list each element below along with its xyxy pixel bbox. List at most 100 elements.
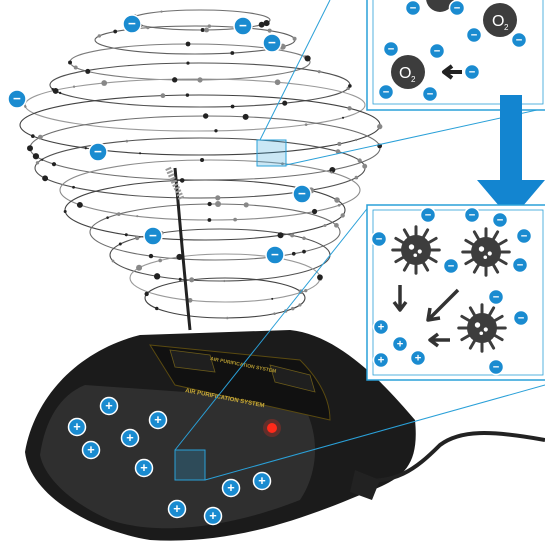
air-particle bbox=[267, 28, 272, 33]
air-particle bbox=[340, 213, 345, 218]
air-particle bbox=[277, 232, 284, 239]
oxygen-molecule: O 2 bbox=[483, 3, 517, 37]
air-particle bbox=[101, 80, 108, 86]
svg-text:−: − bbox=[454, 2, 461, 14]
svg-text:−: − bbox=[448, 260, 455, 272]
svg-text:−: − bbox=[469, 66, 476, 78]
svg-text:2: 2 bbox=[504, 23, 509, 32]
arrow-down-icon bbox=[392, 285, 408, 312]
bacteria-icon bbox=[457, 303, 507, 353]
air-particle bbox=[335, 149, 341, 154]
negative-ion-icon: − bbox=[448, 0, 466, 17]
positive-ion-icon: + bbox=[134, 458, 154, 478]
air-particle bbox=[187, 297, 193, 303]
positive-ion-icon: + bbox=[67, 417, 87, 437]
svg-text:O: O bbox=[492, 13, 504, 30]
air-particle bbox=[185, 41, 191, 47]
svg-text:+: + bbox=[173, 501, 180, 516]
air-particle bbox=[51, 87, 55, 91]
svg-text:−: − bbox=[94, 144, 102, 159]
negative-ion-icon: − bbox=[292, 184, 312, 204]
air-particle bbox=[85, 68, 91, 74]
air-particle bbox=[290, 306, 295, 311]
air-particle bbox=[341, 116, 345, 119]
svg-text:−: − bbox=[13, 91, 21, 106]
air-particle bbox=[304, 55, 311, 62]
svg-text:−: − bbox=[425, 209, 432, 221]
svg-text:−: − bbox=[517, 259, 524, 271]
air-particle bbox=[72, 185, 75, 189]
air-particle bbox=[207, 218, 212, 222]
air-particle bbox=[233, 217, 237, 222]
svg-text:−: − bbox=[388, 43, 395, 55]
negative-ion-icon: − bbox=[463, 206, 481, 224]
bacteria-icon bbox=[391, 225, 441, 275]
oxygen-molecule-partial bbox=[426, 0, 454, 12]
ion-spiral-cloud bbox=[19, 9, 381, 319]
air-particle bbox=[200, 28, 205, 32]
air-particle bbox=[281, 162, 284, 166]
air-particle bbox=[263, 20, 270, 27]
negative-ion-icon: − bbox=[463, 63, 481, 81]
air-particle bbox=[362, 163, 368, 169]
air-particle bbox=[230, 104, 235, 109]
air-particle bbox=[243, 202, 249, 208]
air-particle bbox=[223, 279, 226, 283]
svg-text:−: − bbox=[268, 35, 276, 50]
air-particle bbox=[291, 251, 296, 256]
negative-ion-icon: − bbox=[233, 16, 253, 36]
air-particle bbox=[215, 200, 222, 208]
svg-text:−: − bbox=[471, 29, 478, 41]
air-particle bbox=[242, 113, 249, 120]
ions-layer: −−−−−−−−−−−−−−−−−−−−−−−−−−−+++++++++++++… bbox=[7, 0, 533, 526]
air-particle bbox=[24, 105, 27, 109]
panel-oxygen-ionization: O 2 O 2 bbox=[366, 0, 545, 111]
svg-text:−: − bbox=[239, 18, 247, 33]
svg-text:+: + bbox=[154, 412, 161, 427]
svg-text:+: + bbox=[105, 398, 112, 413]
air-particle bbox=[41, 158, 44, 161]
air-particle bbox=[347, 106, 352, 111]
svg-text:−: − bbox=[427, 88, 434, 100]
air-particle bbox=[202, 113, 209, 119]
air-particle bbox=[72, 85, 76, 88]
air-particle bbox=[125, 139, 129, 143]
air-particle bbox=[58, 91, 62, 95]
air-particle bbox=[290, 233, 295, 238]
arrow-left-icon bbox=[428, 332, 450, 348]
air-particle bbox=[207, 24, 212, 28]
air-particle bbox=[31, 134, 35, 138]
zoom-window-spiral bbox=[256, 139, 287, 167]
svg-text:2: 2 bbox=[411, 75, 416, 84]
air-particle bbox=[226, 316, 229, 320]
air-particle bbox=[144, 291, 149, 297]
air-particle bbox=[113, 29, 118, 34]
air-particle bbox=[27, 145, 33, 152]
svg-text:−: − bbox=[128, 16, 136, 31]
negative-ion-icon: − bbox=[404, 0, 422, 17]
svg-text:+: + bbox=[378, 354, 385, 366]
air-particle bbox=[354, 138, 358, 142]
svg-text:−: − bbox=[271, 247, 279, 262]
positive-ion-icon: + bbox=[372, 351, 390, 369]
air-particle bbox=[274, 79, 281, 86]
positive-ion-icon: + bbox=[391, 335, 409, 353]
svg-text:−: − bbox=[516, 34, 523, 46]
air-particle bbox=[42, 175, 49, 182]
air-particle bbox=[334, 197, 340, 203]
air-particle bbox=[348, 84, 352, 88]
air-particle bbox=[160, 10, 163, 13]
air-particle bbox=[172, 77, 178, 83]
air-particle bbox=[97, 34, 102, 38]
air-particle bbox=[37, 134, 43, 140]
air-particle bbox=[302, 236, 306, 240]
air-particle bbox=[323, 223, 327, 227]
air-particle bbox=[230, 51, 235, 55]
air-particle bbox=[258, 21, 265, 28]
air-particle bbox=[138, 152, 142, 155]
svg-text:−: − bbox=[493, 291, 500, 303]
ion-particles bbox=[24, 10, 383, 320]
air-particle bbox=[377, 123, 383, 130]
air-particle bbox=[292, 36, 297, 41]
air-particle bbox=[337, 141, 342, 147]
